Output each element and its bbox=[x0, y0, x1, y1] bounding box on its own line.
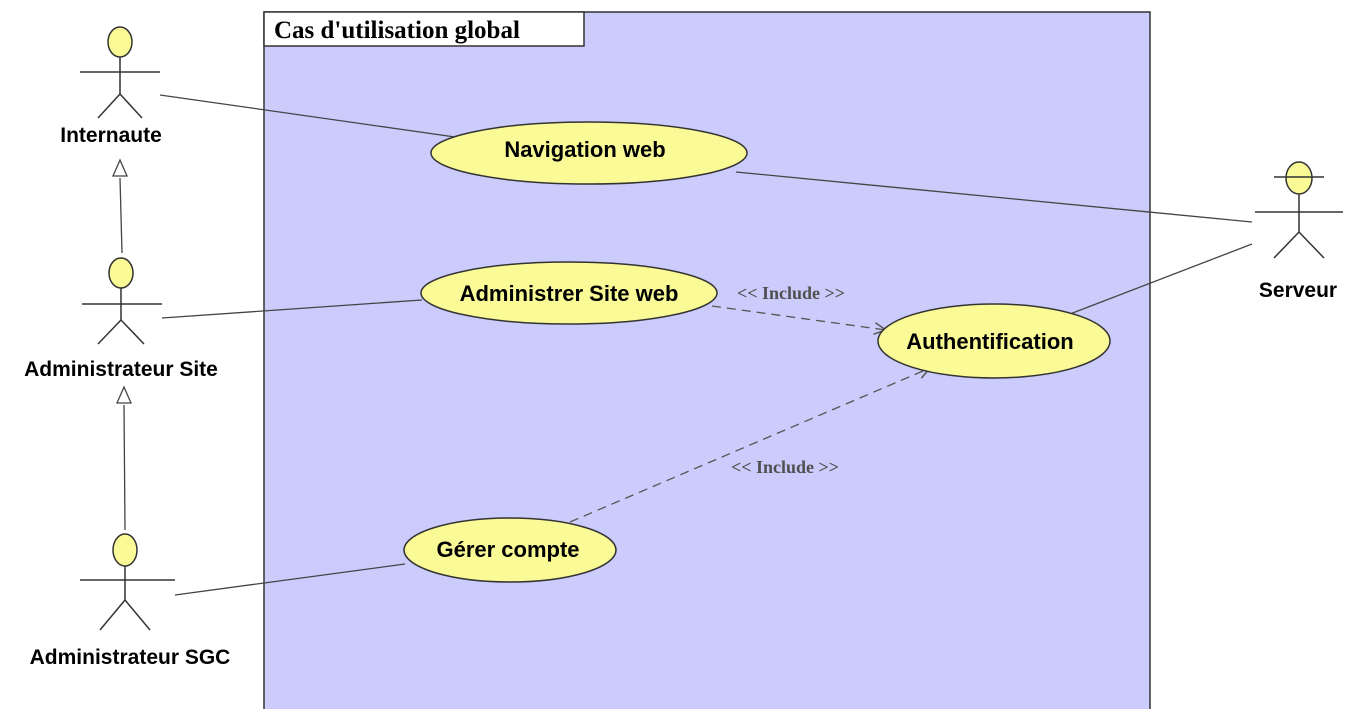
actor-admin-sgc-label: Administrateur SGC bbox=[30, 646, 231, 669]
include-dependencies bbox=[569, 305, 930, 523]
include-gerer-authentification bbox=[569, 368, 930, 523]
actor-internaute-left-leg bbox=[97, 93, 121, 119]
use-case-gerer-label: Gérer compte bbox=[436, 537, 579, 562]
assoc-internaute-navigation bbox=[159, 94, 463, 139]
actor-admin-site[interactable]: Administrateur Site bbox=[24, 257, 218, 381]
use-case-navigation-ellipse[interactable] bbox=[430, 121, 748, 185]
use-case-authentification[interactable]: Authentification bbox=[877, 303, 1111, 379]
use-case-navigation-label: Navigation web bbox=[504, 137, 665, 162]
generalization-arrowhead-adminsite bbox=[116, 385, 132, 404]
actor-serveur-right-leg bbox=[1298, 231, 1325, 259]
actor-internaute-right-leg bbox=[119, 93, 143, 119]
actor-admin-site-right-leg bbox=[120, 319, 145, 345]
actor-serveur-label: Serveur bbox=[1259, 279, 1337, 302]
generalizations bbox=[112, 158, 132, 531]
assoc-authentification-serveur bbox=[1069, 243, 1253, 315]
actor-admin-sgc[interactable]: Administrateur SGC bbox=[30, 533, 231, 669]
use-case-gerer[interactable]: Gérer compte bbox=[403, 517, 617, 583]
use-case-authentification-ellipse[interactable] bbox=[877, 303, 1111, 379]
use-case-administrer-ellipse[interactable] bbox=[420, 261, 718, 325]
system-title: Cas d'utilisation global bbox=[274, 17, 520, 44]
actor-serveur-left-leg bbox=[1273, 231, 1300, 259]
assoc-navigation-serveur bbox=[735, 171, 1253, 223]
actor-admin-sgc-left-leg bbox=[99, 599, 126, 631]
use-case-administrer[interactable]: Administrer Site web bbox=[420, 261, 718, 325]
include-label-2: << Include >> bbox=[731, 457, 839, 477]
use-case-authentification-label: Authentification bbox=[906, 329, 1073, 354]
assoc-adminsite-administrer bbox=[161, 299, 423, 319]
assoc-adminsgc-gerer bbox=[174, 563, 406, 596]
actor-admin-site-head bbox=[108, 257, 134, 289]
associations bbox=[159, 94, 1253, 596]
actor-admin-sgc-head bbox=[112, 533, 138, 567]
include-label-1: << Include >> bbox=[737, 283, 845, 303]
actor-internaute-label: Internaute bbox=[60, 124, 162, 147]
generalization-arrowhead-internaute bbox=[112, 158, 128, 177]
generalization-adminsgc-adminsite bbox=[123, 404, 126, 531]
use-case-administrer-label: Administrer Site web bbox=[460, 281, 679, 306]
use-case-gerer-ellipse[interactable] bbox=[403, 517, 617, 583]
generalization-adminsite-internaute bbox=[119, 177, 123, 254]
use-case-navigation[interactable]: Navigation web bbox=[430, 121, 748, 185]
actor-serveur-head bbox=[1285, 161, 1313, 195]
actor-internaute[interactable]: Internaute bbox=[60, 26, 162, 147]
actor-admin-sgc-right-leg bbox=[124, 599, 151, 631]
actor-admin-site-left-leg bbox=[97, 319, 122, 345]
system-title-box bbox=[263, 11, 585, 47]
actor-internaute-head bbox=[107, 26, 133, 58]
actor-admin-site-label: Administrateur Site bbox=[24, 358, 218, 381]
actor-serveur[interactable]: Serveur bbox=[1255, 161, 1343, 302]
